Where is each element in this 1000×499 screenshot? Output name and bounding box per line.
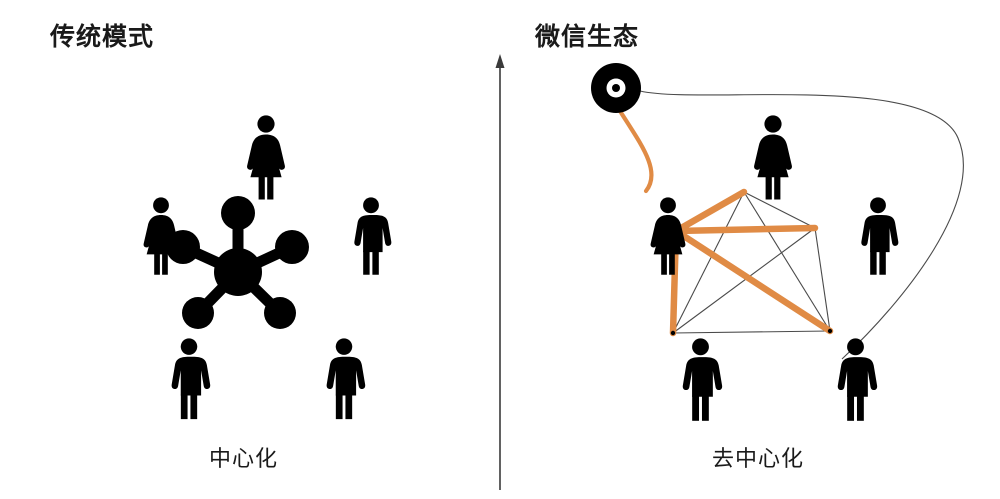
left-panel-caption: 中心化 [209, 446, 279, 471]
logo-to-person-left-link [617, 108, 654, 194]
left-person-bottom-left-male-pictogram [171, 338, 211, 420]
network-edge-thin [672, 191, 745, 334]
right-panel-people [650, 115, 899, 421]
network-edge-highlighted [672, 188, 748, 235]
right-person-bottom-left-male-pictogram [682, 338, 723, 421]
hub-and-spoke-icon [166, 196, 309, 329]
network-edge-thin [672, 227, 816, 334]
spoke-node-bottom-right [264, 297, 296, 329]
network-edge-thin [814, 227, 831, 332]
network-node-n-bottom-right [827, 328, 833, 334]
left-person-right-male-pictogram [354, 197, 392, 275]
hub-center-node [214, 248, 262, 296]
left-person-bottom-right-male-pictogram [326, 338, 366, 420]
network-node-n-bottom-left [670, 330, 676, 336]
network-edge-highlighted [672, 224, 819, 235]
wechat-platform-logo [591, 63, 641, 113]
spoke-node-bottom-left [182, 297, 214, 329]
logo-ring-2 [612, 84, 620, 92]
panel-divider [495, 54, 505, 490]
right-panel-title: 微信生态 [535, 23, 640, 51]
network-edge-thin [743, 191, 816, 229]
right-panel-group [591, 63, 964, 421]
left-panel-group [143, 115, 392, 420]
network-node-dots [670, 328, 833, 336]
right-person-right-male-pictogram [861, 197, 899, 275]
spoke-node-right [275, 230, 309, 264]
spoke-node-top [221, 196, 255, 230]
logo-to-person-bottom-right-link [639, 90, 964, 360]
right-person-bottom-right-male-pictogram [837, 338, 878, 421]
logo-connector-curves [617, 90, 964, 360]
divider-arrowhead-icon [495, 54, 505, 68]
network-edge-thin [672, 330, 831, 334]
right-person-top-female-pictogram [754, 115, 792, 200]
spoke-node-left [166, 230, 200, 264]
left-panel-people [143, 115, 392, 420]
network-thin-edges [672, 191, 831, 334]
network-orange-edges [669, 188, 834, 337]
right-person-left-female-pictogram [650, 197, 686, 275]
network-edge-thin [743, 191, 831, 332]
network-edge-highlighted [672, 227, 834, 335]
left-panel-title: 传统模式 [50, 23, 155, 51]
right-panel-caption: 去中心化 [712, 446, 805, 471]
left-person-top-female-pictogram [247, 115, 285, 200]
